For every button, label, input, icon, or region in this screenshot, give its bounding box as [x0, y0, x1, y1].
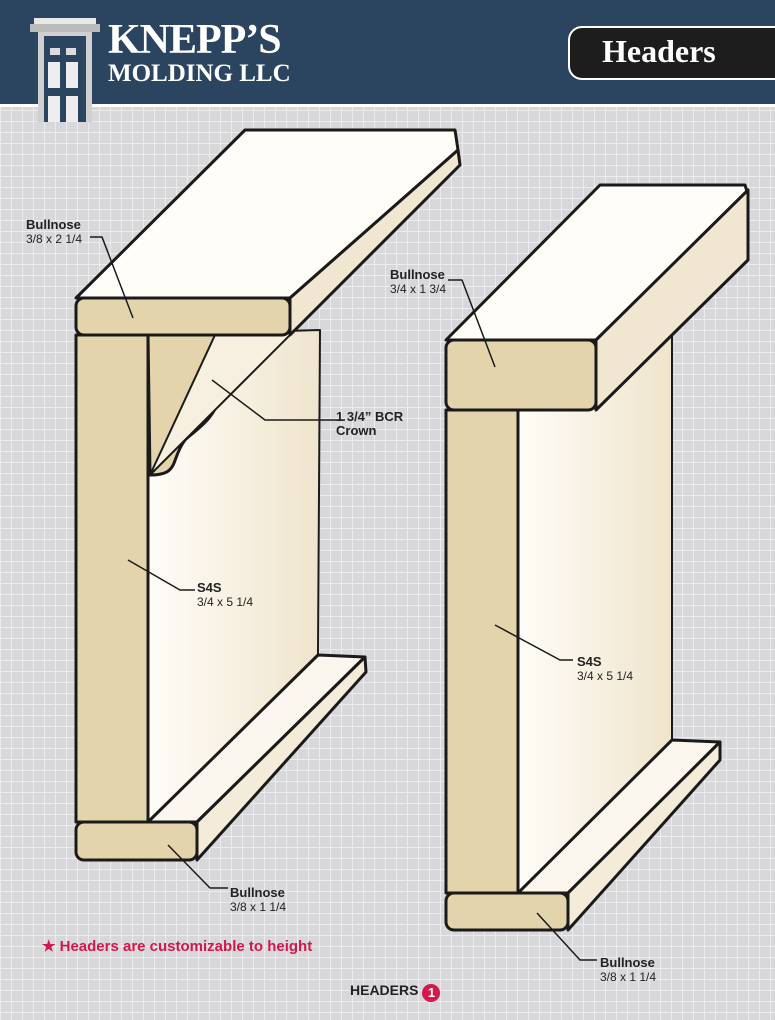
callout-lines — [90, 236, 597, 961]
left-header-drawing — [74, 128, 462, 862]
brand-subtitle: MOLDING LLC — [108, 60, 291, 87]
customizable-note: ★ Headers are customizable to height — [42, 938, 313, 955]
section-badge: Headers — [568, 26, 775, 80]
page-number: 1 — [422, 984, 441, 1002]
door-logo-icon — [30, 18, 100, 122]
section-title: Headers — [602, 33, 716, 69]
header-banner: KNEPP’S MOLDING LLC Headers — [0, 0, 775, 122]
footer-label: HEADERS — [350, 982, 419, 998]
brand-name: KNEPP’S — [108, 17, 282, 63]
right-header-drawing — [444, 183, 750, 932]
